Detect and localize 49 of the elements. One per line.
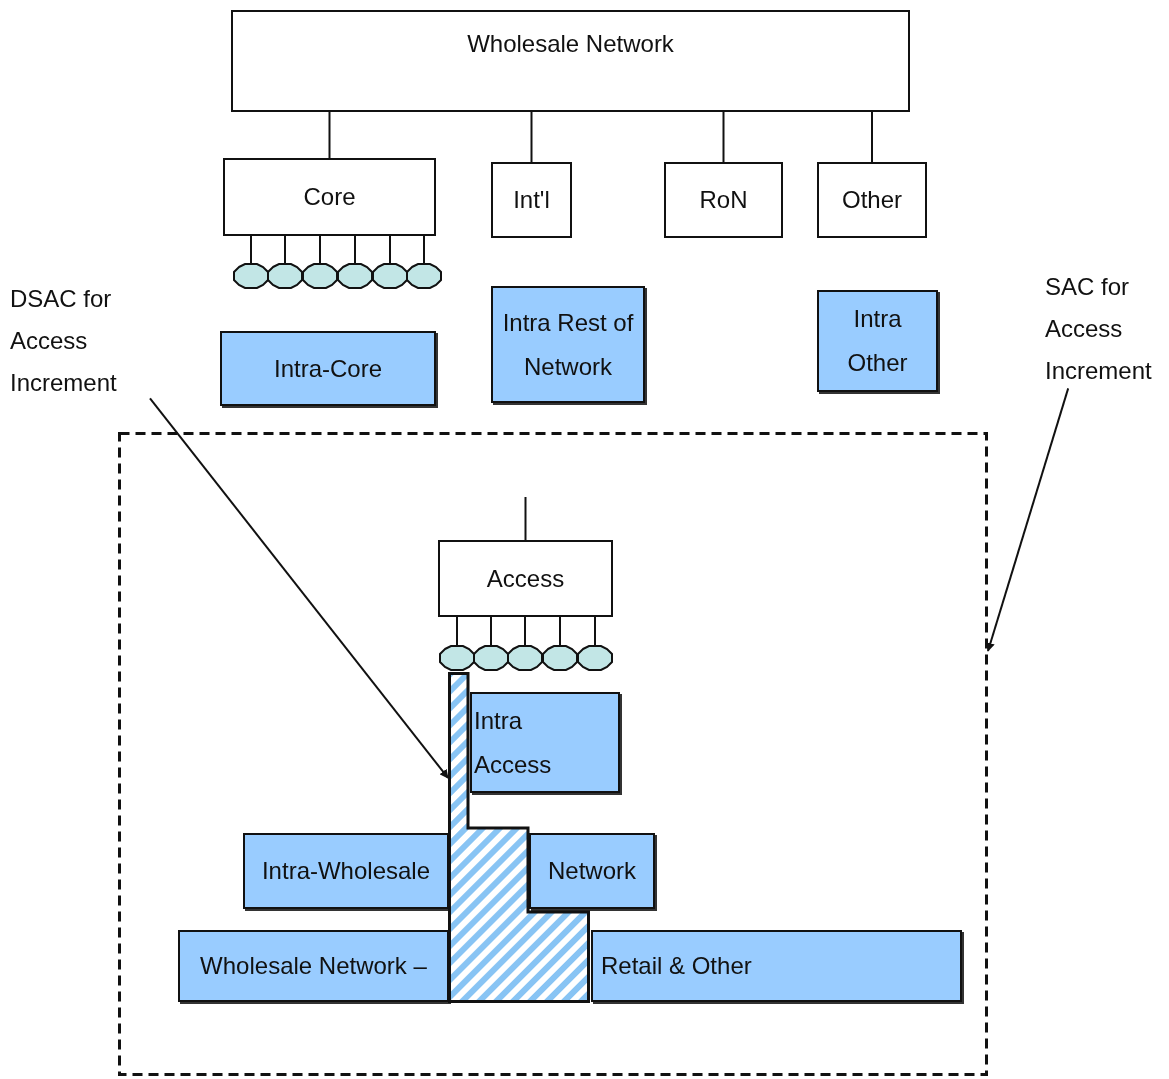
bar-label: Intra Other xyxy=(846,304,909,378)
network-box xyxy=(231,10,910,112)
bar-label: Intra Rest of Network xyxy=(501,307,635,382)
network-box xyxy=(817,162,927,238)
network-box xyxy=(223,158,436,236)
connector-line xyxy=(389,235,391,265)
bar-label: Wholesale Network – xyxy=(200,951,427,981)
connector-line xyxy=(594,616,596,647)
box-label: RoN xyxy=(699,185,748,215)
connector-line xyxy=(524,616,526,647)
bar-label: Intra-Core xyxy=(273,353,382,384)
bar-label: Network xyxy=(548,856,636,886)
network-box xyxy=(664,162,783,238)
connector-line xyxy=(319,235,321,265)
connector-line xyxy=(490,616,492,647)
arrow xyxy=(986,387,1070,652)
cost-category-bar xyxy=(491,286,645,403)
connector-line xyxy=(530,111,533,163)
connector-line xyxy=(284,235,286,265)
connector-line xyxy=(871,111,873,163)
arrow xyxy=(149,397,449,779)
bar-label: Intra-Wholesale xyxy=(261,856,431,886)
cost-category-bar xyxy=(817,290,938,392)
connector-line xyxy=(559,616,561,647)
annotation-text: DSAC for Access Increment xyxy=(10,278,135,404)
connector-line xyxy=(250,235,252,265)
dashed-boundary xyxy=(118,432,988,1076)
network-box xyxy=(438,540,613,617)
bar-label: Retail & Other xyxy=(601,951,752,981)
bar-label: Intra Access xyxy=(474,705,553,780)
connector-line xyxy=(524,496,527,541)
cost-category-bar xyxy=(178,930,449,1002)
cost-category-bar xyxy=(470,692,620,793)
box-label: Other xyxy=(842,185,902,215)
box-label: Int'l xyxy=(513,185,550,215)
annotation-text: SAC for Access Increment xyxy=(1045,266,1167,392)
connector-line xyxy=(328,111,331,159)
connector-line xyxy=(722,111,725,163)
cost-category-bar xyxy=(529,833,655,909)
box-label: Access xyxy=(486,563,565,594)
cost-category-bar xyxy=(591,930,962,1002)
network-box xyxy=(491,162,572,238)
cost-category-bar xyxy=(220,331,436,406)
box-label: Core xyxy=(303,182,356,212)
connector-line xyxy=(456,616,458,647)
connector-line xyxy=(354,235,356,265)
box-label: Wholesale Network xyxy=(467,29,674,59)
cost-category-bar xyxy=(243,833,449,909)
connector-line xyxy=(423,235,425,265)
